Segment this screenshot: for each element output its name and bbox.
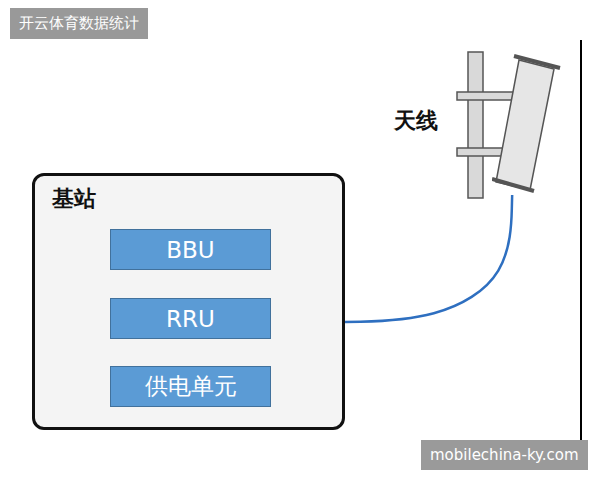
wall-line <box>580 40 582 440</box>
antenna-cap <box>514 56 560 68</box>
unit-label: BBU <box>166 237 214 263</box>
feeder-cable <box>345 195 512 322</box>
unit-box: RRU <box>110 298 271 339</box>
antenna-pole <box>468 52 483 198</box>
antenna-cap <box>492 179 534 191</box>
antenna-body <box>496 60 554 190</box>
station-heading: 基站 <box>52 184 96 214</box>
antenna-label: 天线 <box>394 106 438 136</box>
watermark-url: mobilechina-ky.com <box>421 440 588 470</box>
unit-box: 供电单元 <box>110 366 271 407</box>
unit-label: 供电单元 <box>145 371 237 402</box>
antenna-panel: 天线 <box>492 52 564 195</box>
unit-label: RRU <box>166 306 215 332</box>
unit-box: BBU <box>110 229 271 270</box>
base-station-box: BBU RRU 供电单元 基站 <box>32 173 345 430</box>
antenna-panel-outline <box>492 52 564 195</box>
watermark-title: 开云体育数据统计 <box>10 8 148 39</box>
